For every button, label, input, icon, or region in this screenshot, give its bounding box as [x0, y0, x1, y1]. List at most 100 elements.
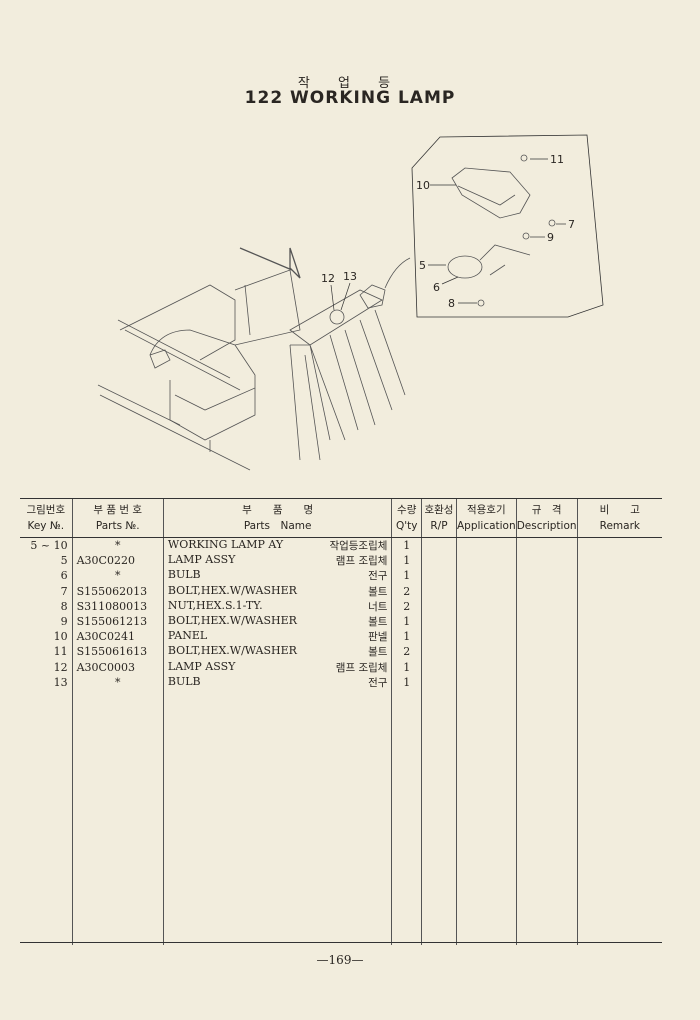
application-cell	[455, 659, 517, 675]
column-header-ko: 호환성	[424, 504, 454, 516]
column-header: 적용호기 Application	[455, 498, 517, 538]
remark-cell	[576, 583, 662, 599]
remark-cell	[576, 598, 662, 614]
key-number: 10	[53, 630, 68, 644]
part-name-en: BOLT,HEX.W/WASHER	[167, 583, 297, 597]
quantity: 1	[391, 674, 422, 690]
part-number: S311080013	[71, 598, 164, 614]
column-header-en: Q'ty	[395, 520, 418, 532]
part-number: *	[71, 674, 164, 690]
key-number: 12	[53, 660, 68, 674]
callout-6: 6	[433, 281, 440, 294]
column-header: 호환성 R/P	[420, 498, 457, 538]
part-name-en: PANEL	[167, 629, 208, 643]
description-cell	[515, 598, 578, 614]
empty-cell	[576, 689, 662, 945]
part-name: BOLT,HEX.W/WASHER 볼트	[162, 613, 392, 630]
callout-12: 12	[321, 272, 335, 285]
empty-cell	[455, 689, 517, 945]
key-number: 5	[60, 554, 68, 568]
part-name: BOLT,HEX.W/WASHER 볼트	[162, 644, 392, 660]
part-name-ko: 전구	[368, 570, 388, 583]
callout-13: 13	[343, 270, 357, 283]
description-cell	[515, 583, 578, 599]
application-cell	[455, 583, 517, 599]
column-header-ko: 비 고	[599, 504, 640, 516]
column-header-en: Application	[456, 520, 516, 532]
quantity: 1	[391, 659, 422, 675]
remark-cell	[576, 553, 662, 569]
column-header-ko: 부 품 명	[242, 504, 314, 516]
part-name-ko: 램프 조립체	[335, 555, 388, 568]
key-number: 11	[53, 645, 68, 659]
description-cell	[515, 674, 578, 690]
quantity: 1	[391, 568, 422, 584]
part-name-en: NUT,HEX.S.1-TY.	[167, 598, 263, 612]
part-number: A30C0241	[71, 629, 164, 645]
part-name-en: BOLT,HEX.W/WASHER	[167, 644, 297, 658]
empty-cell	[420, 689, 457, 945]
description-cell	[515, 644, 578, 660]
key-number: 8	[60, 599, 68, 613]
part-name-ko: 볼트	[368, 585, 388, 598]
part-name: BOLT,HEX.W/WASHER 볼트	[162, 583, 392, 599]
remark-cell	[576, 613, 662, 630]
column-header-ko: 부 품 번 호	[93, 504, 143, 516]
description-cell	[515, 613, 578, 630]
part-name-en: BULB	[167, 568, 201, 582]
page-number: —169—	[316, 953, 364, 967]
part-number: A30C0003	[71, 659, 164, 675]
column-header-en: R/P	[430, 520, 448, 532]
column-header-ko: 그림번호	[26, 504, 66, 516]
quantity: 2	[391, 598, 422, 614]
column-header-en: Key №.	[27, 520, 65, 532]
part-name-ko: 작업등조립체	[329, 540, 388, 553]
part-name-ko: 램프 조립체	[335, 661, 388, 674]
part-name-ko: 전구	[368, 676, 388, 689]
empty-cell	[515, 689, 578, 945]
callout-11: 11	[550, 153, 564, 166]
part-name-ko: 볼트	[368, 646, 388, 659]
callout-7: 7	[568, 218, 575, 231]
column-header-ko: 수량	[397, 504, 417, 516]
column-header-ko: 적용호기	[466, 504, 506, 516]
part-name-ko: 볼트	[368, 616, 388, 629]
page-title: 122 WORKING LAMP	[244, 88, 456, 108]
empty-cell	[20, 690, 72, 945]
rp-cell	[420, 629, 457, 645]
key-number: 7	[60, 584, 68, 598]
rp-cell	[420, 553, 457, 569]
application-cell	[455, 598, 517, 614]
empty-cell	[71, 689, 164, 945]
quantity: 1	[391, 553, 422, 569]
rp-cell	[420, 674, 457, 690]
application-cell	[455, 629, 517, 645]
key-number: 6	[60, 569, 68, 583]
rp-cell	[420, 644, 457, 660]
exploded-diagram: 11 10 7 9 5 6 8 12 13	[97, 134, 604, 471]
table-bottom-rule	[20, 942, 662, 943]
application-cell	[455, 613, 517, 630]
part-name: NUT,HEX.S.1-TY. 너트	[162, 598, 392, 614]
part-name-ko: 너트	[368, 600, 388, 613]
rp-cell	[420, 598, 457, 614]
application-cell	[455, 674, 517, 690]
part-name-en: BOLT,HEX.W/WASHER	[167, 614, 297, 628]
remark-cell	[576, 644, 662, 660]
part-number: *	[71, 537, 164, 554]
part-number: *	[71, 568, 164, 584]
application-cell	[455, 553, 517, 569]
